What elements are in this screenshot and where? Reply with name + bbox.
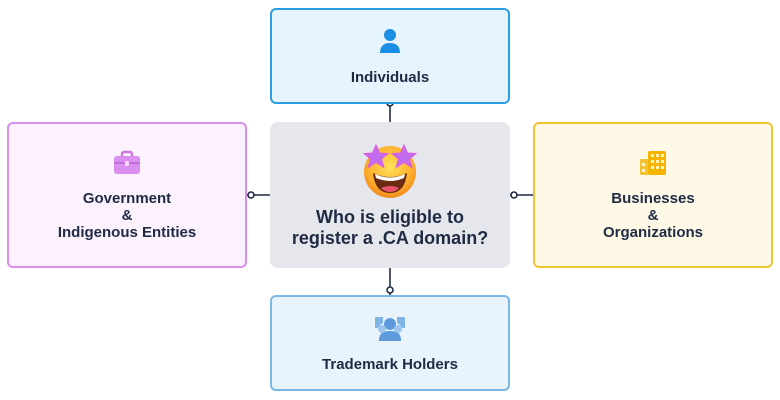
- trademark-label: Trademark Holders: [322, 355, 458, 373]
- star-struck-emoji: [362, 143, 418, 198]
- person-icon: [380, 28, 400, 53]
- center-title-line1: Who is eligible to: [316, 207, 464, 227]
- center-question-node: Who is eligible to register a .CA domain…: [270, 122, 510, 268]
- building-icon: [640, 150, 666, 175]
- group-icon: [375, 316, 405, 341]
- individuals-node: Individuals: [270, 8, 510, 104]
- briefcase-icon: [114, 150, 140, 174]
- government-label-line3: Indigenous Entities: [57, 223, 197, 241]
- government-node: Government & Indigenous Entities: [7, 122, 247, 268]
- businesses-label-line2: &: [647, 206, 659, 224]
- center-title-line2: register a .CA domain?: [291, 228, 489, 248]
- businesses-label-line1: Businesses: [611, 189, 695, 207]
- businesses-node: Businesses & Organizations: [533, 122, 773, 268]
- government-label-line2: &: [121, 206, 133, 224]
- connector-right-dot: [510, 191, 518, 199]
- businesses-label-line3: Organizations: [602, 223, 703, 241]
- connector-left-dot: [247, 191, 255, 199]
- trademark-node: Trademark Holders: [270, 295, 510, 391]
- connector-bottom-dot: [386, 286, 394, 294]
- government-label-line1: Government: [82, 189, 172, 207]
- individuals-label: Individuals: [350, 68, 430, 86]
